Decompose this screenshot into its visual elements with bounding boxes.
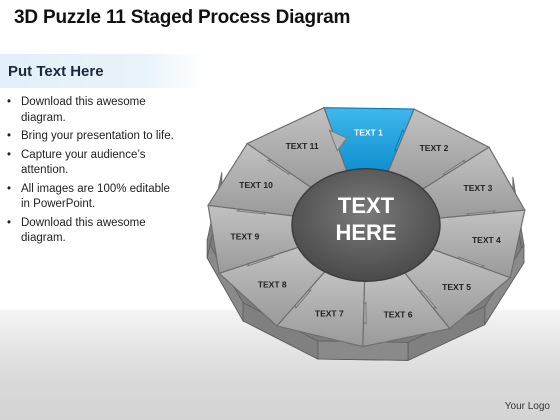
- bullet-item: Download this awesome diagram.: [7, 216, 177, 247]
- bullet-item: Capture your audience’s attention.: [7, 148, 177, 179]
- stage-label: TEXT 1: [354, 127, 383, 137]
- stage-label: TEXT 7: [315, 308, 344, 318]
- center-text-line-2: HERE: [335, 220, 396, 245]
- stage-label: TEXT 5: [442, 282, 471, 292]
- stage-label: TEXT 4: [472, 235, 501, 245]
- stage-label: TEXT 10: [239, 180, 273, 190]
- stage-labels: TEXT 1 TEXT 2 TEXT 3 TEXT 4 TEXT 5 TEXT 6 TEXT…: [231, 127, 502, 319]
- bullet-item: All images are 100% editable in PowerPoi…: [7, 182, 177, 213]
- page-title: 3D Puzzle 11 Staged Process Diagram: [14, 7, 351, 28]
- stage-label: TEXT 3: [464, 183, 493, 193]
- bullet-list: Download this awesome diagram. Bring you…: [7, 95, 177, 250]
- bullet-item: Bring your presentation to life.: [7, 129, 177, 145]
- stage-label: TEXT 2: [420, 143, 449, 153]
- stage-label: TEXT 6: [384, 309, 413, 319]
- stage-label: TEXT 9: [231, 231, 260, 241]
- stage-label: TEXT 8: [258, 279, 287, 289]
- subtitle-bar: Put Text Here: [0, 54, 205, 88]
- puzzle-tab-arrow: [328, 129, 348, 152]
- stage-label: TEXT 11: [286, 141, 319, 151]
- subtitle: Put Text Here: [8, 63, 104, 80]
- diagram-hub: [291, 168, 441, 282]
- bullet-item: Download this awesome diagram.: [7, 95, 177, 126]
- puzzle-pieces: [207, 106, 526, 348]
- hub-disc: [291, 168, 441, 282]
- center-text-line-1: TEXT: [338, 193, 395, 218]
- footer-logo: Your Logo: [504, 401, 550, 412]
